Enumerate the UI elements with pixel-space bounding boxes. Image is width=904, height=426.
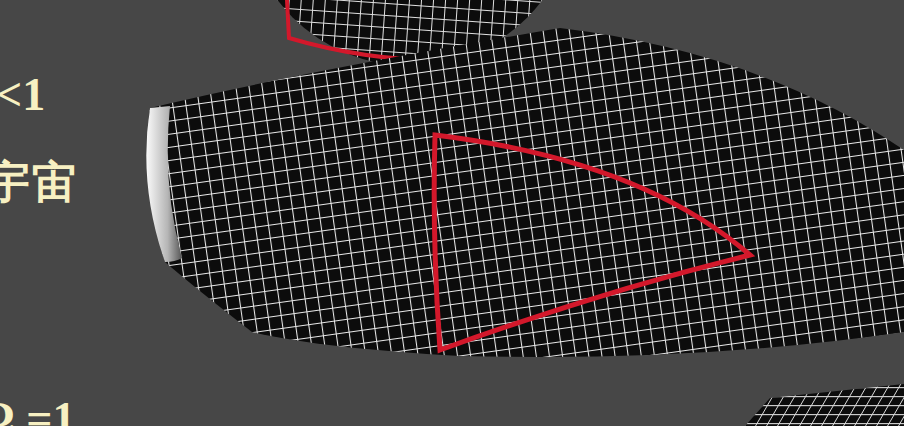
curvature-label: Ω =1 — [0, 396, 76, 426]
curvature-label: <1 — [0, 72, 45, 118]
saddle-triangle — [434, 135, 750, 350]
flat-plane — [745, 384, 904, 426]
saddle-surface — [147, 28, 904, 357]
curvature-label: 宇宙 — [0, 160, 78, 204]
sphere-triangle — [287, 0, 452, 60]
saddle-edge — [146, 106, 182, 262]
